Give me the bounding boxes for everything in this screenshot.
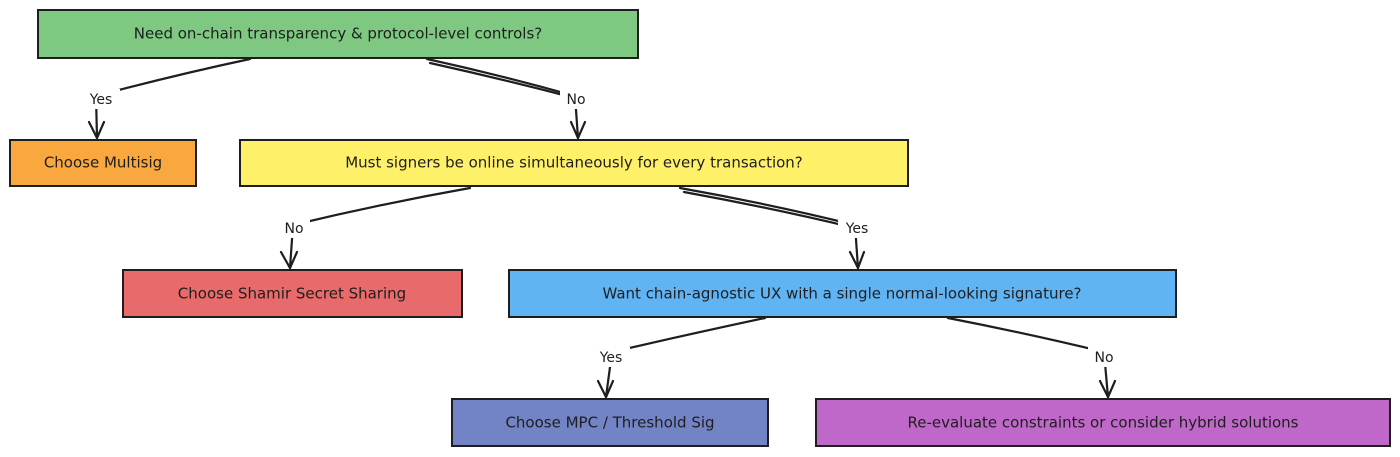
node-label: Must signers be online simultaneously fo… [345,154,803,172]
node-label: Re-evaluate constraints or consider hybr… [907,414,1298,432]
edge-chainagnostic-to-mpc: Yes [592,316,767,399]
node-label: Choose MPC / Threshold Sig [505,414,714,432]
edge-label-no: No [566,92,585,108]
outcome-reevaluate: Re-evaluate constraints or consider hybr… [815,398,1391,447]
node-box [508,269,1177,318]
edge-label-no: No [1094,350,1113,366]
node-box [37,9,639,59]
outcome-multisig: Choose Multisig [9,139,197,187]
outcome-shamir: Choose Shamir Secret Sharing [122,269,463,318]
node-box [9,139,197,187]
edge-label-no: No [284,221,303,237]
edge-chainagnostic-to-reevaluate: No [946,316,1120,399]
node-label: Want chain-agnostic UX with a single nor… [602,285,1081,303]
edge-onchain-to-online: No [425,57,592,140]
node-label: Choose Multisig [44,154,162,172]
edge-online-to-shamir: No [278,186,472,270]
edge-label-yes: Yes [89,92,113,108]
edge-online-to-chainagnostic: Yes [678,186,876,270]
decision-onchain-transparency: Need on-chain transparency & protocol-le… [37,9,639,59]
node-box [122,269,463,318]
node-label: Choose Shamir Secret Sharing [178,285,406,303]
edge-onchain-to-multisig: Yes [82,57,252,140]
node-label: Need on-chain transparency & protocol-le… [134,25,542,43]
decision-chain-agnostic: Want chain-agnostic UX with a single nor… [508,269,1177,318]
node-box [239,139,909,187]
edge-label-yes: Yes [599,350,623,366]
node-box [815,398,1391,447]
decision-signers-online: Must signers be online simultaneously fo… [239,139,909,187]
edge-label-yes: Yes [845,221,869,237]
node-box [451,398,769,447]
outcome-mpc-threshold: Choose MPC / Threshold Sig [451,398,769,447]
